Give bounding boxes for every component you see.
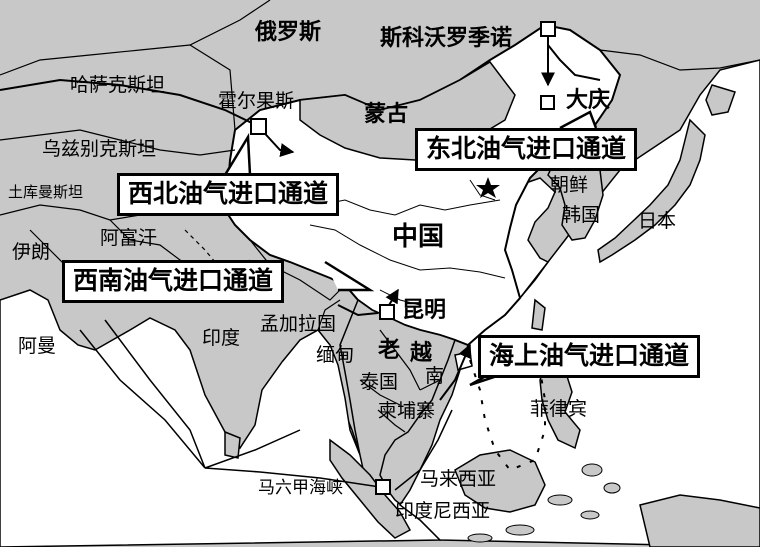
uzbekistan-label: 乌兹别克斯坦 bbox=[42, 138, 157, 160]
sri-lanka bbox=[224, 430, 241, 459]
malaysia-label: 马来西亚 bbox=[420, 468, 497, 490]
northeast-callout: 东北油气进口通道 bbox=[415, 128, 638, 171]
khorgos-label: 霍尔果斯 bbox=[218, 90, 295, 112]
pipelines bbox=[0, 30, 601, 401]
indochina-peninsula bbox=[339, 298, 456, 496]
japan-territory bbox=[597, 118, 706, 264]
daqing-hollow-square-icon bbox=[540, 95, 555, 110]
taiwan bbox=[531, 298, 546, 331]
turkmenistan-label: 土库曼斯坦 bbox=[8, 183, 84, 201]
india-label: 印度 bbox=[202, 327, 241, 349]
myanmar-label: 缅甸 bbox=[316, 344, 355, 366]
philippines-label: 菲律宾 bbox=[530, 398, 588, 420]
mongolia-label: 蒙古 bbox=[364, 102, 409, 127]
thailand-label: 泰国 bbox=[360, 371, 399, 393]
shipping-routes bbox=[79, 319, 453, 491]
bangladesh-label: 孟加拉国 bbox=[260, 313, 337, 335]
borneo bbox=[454, 449, 546, 513]
kazakhstan-label: 哈萨克斯坦 bbox=[70, 74, 166, 96]
south-korea-label: 韩国 bbox=[562, 204, 601, 226]
skovorodino-hollow-square-icon bbox=[540, 21, 556, 37]
china-label: 中国 bbox=[392, 222, 445, 252]
japan-hokkaido bbox=[705, 84, 736, 116]
northwest-callout: 西北油气进口通道 bbox=[117, 173, 340, 216]
indonesia-label: 印度尼西亚 bbox=[395, 500, 491, 522]
nine-dash-line bbox=[469, 359, 546, 472]
north-korea-label: 朝鲜 bbox=[550, 174, 589, 196]
oman-label: 阿曼 bbox=[18, 335, 57, 357]
skovorodino-label: 斯科沃罗季诺 bbox=[380, 26, 513, 51]
kunming-hollow-square-icon bbox=[379, 304, 395, 320]
vietnam-nan-label: 南 bbox=[425, 365, 445, 387]
beijing-star-icon bbox=[476, 177, 500, 198]
new-guinea bbox=[639, 494, 760, 547]
malacca-label: 马六甲海峡 bbox=[258, 478, 343, 498]
afghanistan-label: 阿富汗 bbox=[100, 227, 158, 249]
japan-label: 日本 bbox=[638, 210, 677, 232]
malacca-hollow-square-icon bbox=[375, 479, 391, 495]
daqing-label: 大庆 bbox=[566, 88, 611, 113]
cambodia-label: 柬埔寨 bbox=[378, 400, 436, 422]
station-markers bbox=[250, 21, 556, 495]
maritime-callout: 海上油气进口通道 bbox=[478, 335, 701, 378]
vietnam-label: 越 bbox=[410, 341, 433, 366]
kunming-label: 昆明 bbox=[402, 298, 447, 323]
iran-label: 伊朗 bbox=[12, 241, 51, 263]
philippines-islands bbox=[539, 358, 581, 450]
small-islands bbox=[467, 463, 621, 543]
khorgos-hollow-square-icon bbox=[250, 118, 267, 135]
russia-label: 俄罗斯 bbox=[255, 20, 322, 45]
sumatra bbox=[329, 438, 412, 539]
southwest-callout: 西南油气进口通道 bbox=[62, 260, 285, 303]
laos-label: 老 bbox=[378, 338, 401, 363]
